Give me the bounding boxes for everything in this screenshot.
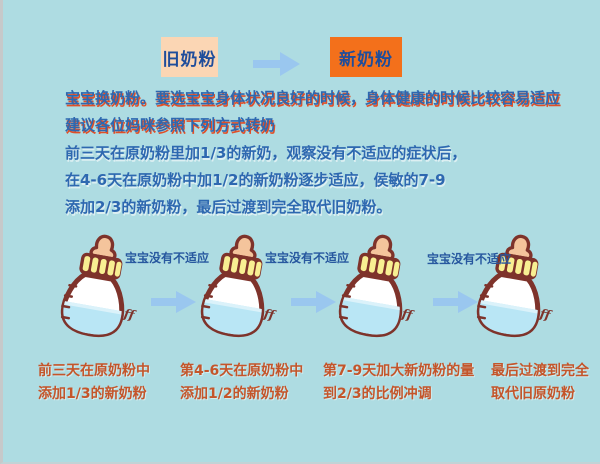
- intro-text-line-1: 宝宝换奶粉。要选宝宝身体状况良好的时候，身体健康的时候比较容易适应: [65, 89, 561, 107]
- arrow-right-icon: [433, 291, 478, 313]
- caption-line: 到2/3的比例冲调: [323, 386, 432, 402]
- bottle-liquid-surface: [59, 300, 128, 317]
- baby-bottle-icon: ff: [59, 234, 138, 339]
- caption-line: 第4-6天在原奶粉中: [180, 363, 304, 379]
- arrow-right-icon: [291, 291, 336, 313]
- baby-bottle-icon: ff: [337, 234, 416, 339]
- baby-bottle-figure-3: ff: [322, 225, 433, 347]
- arrow-right-icon: [253, 52, 300, 76]
- baby-bottle-icon: ff: [199, 234, 278, 339]
- bottle-shake-marks: ff: [262, 306, 278, 323]
- caption-line: 前三天在原奶粉中: [38, 363, 150, 379]
- baby-bottle-figure-1: ff: [44, 225, 155, 347]
- step-caption-2: 第4-6天在原奶粉中 添加1/2的新奶粉: [180, 360, 303, 406]
- bottle-nipple: [229, 234, 257, 261]
- arrow-label-2: 宝宝没有不适应: [265, 251, 350, 265]
- new-formula-box: 新奶粉: [330, 37, 402, 77]
- bottle-tick-marks: [476, 283, 494, 320]
- bottle-nipple: [367, 234, 395, 261]
- bottle-nipple: [89, 234, 117, 261]
- steps-text-line-2: 在4-6天在原奶粉中加1/2的新奶粉逐步适应，侯敏的7-9: [65, 171, 446, 189]
- baby-bottle-figure-4: ff: [460, 225, 571, 347]
- old-formula-box: 旧奶粉: [161, 37, 218, 77]
- baby-bottle-icon: ff: [475, 234, 554, 339]
- bottle-shake-marks: ff: [538, 306, 554, 323]
- caption-line: 添加1/2的新奶粉: [180, 386, 289, 402]
- bottle-nipple: [505, 234, 533, 261]
- step-caption-3: 第7-9天加大新奶粉的量 到2/3的比例冲调: [323, 360, 474, 406]
- bottle-tick-marks: [200, 283, 218, 320]
- bottle-tick-marks: [60, 283, 78, 320]
- caption-line: 最后过渡到完全: [491, 363, 589, 379]
- bottle-shake-marks: ff: [400, 306, 416, 323]
- baby-bottle-figure-2: ff: [184, 225, 295, 347]
- caption-line: 添加1/3的新奶粉: [38, 386, 147, 402]
- caption-line: 第7-9天加大新奶粉的量: [323, 363, 475, 379]
- bottle-shake-marks: ff: [122, 306, 138, 323]
- bottle-liquid-surface: [337, 295, 406, 313]
- arrow-right-icon: [151, 291, 196, 313]
- arrow-label-1: 宝宝没有不适应: [125, 251, 210, 265]
- bottle-tick-marks: [338, 283, 356, 320]
- bottle-liquid-surface: [199, 297, 268, 315]
- steps-text-line-3: 添加2/3的新奶粉，最后过渡到完全取代旧奶粉。: [65, 198, 392, 216]
- step-caption-1: 前三天在原奶粉中 添加1/3的新奶粉: [38, 360, 150, 406]
- caption-line: 取代旧原奶粉: [491, 386, 575, 402]
- steps-text-line-1: 前三天在原奶粉里加1/3的新奶，观察没有不适应的症状后，: [65, 144, 467, 162]
- intro-text-line-2: 建议各位妈咪参照下列方式转奶: [65, 116, 276, 134]
- bottle-liquid-surface: [475, 298, 544, 316]
- step-caption-4: 最后过渡到完全 取代旧原奶粉: [491, 360, 589, 406]
- arrow-label-3: 宝宝没有不适应: [427, 252, 512, 266]
